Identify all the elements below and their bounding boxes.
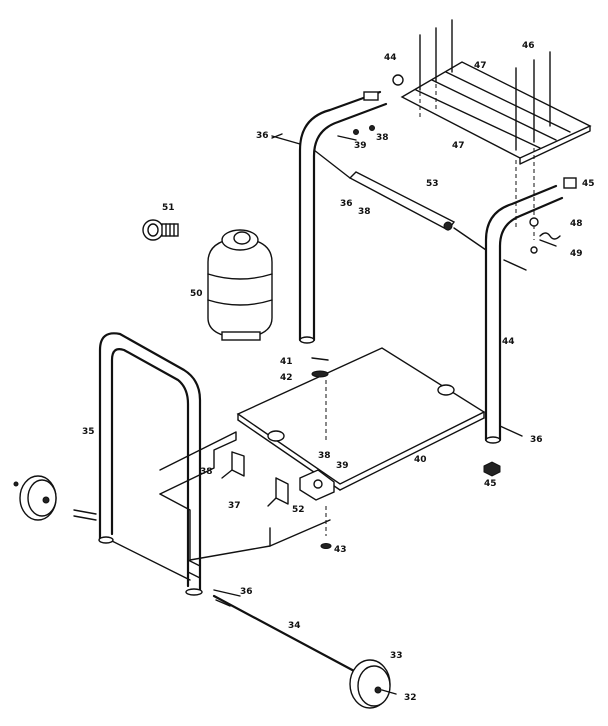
right-wheel [349,659,397,709]
label-38-lower: 38 [318,451,331,461]
label-37: 37 [228,501,241,511]
label-36-upper: 36 [256,131,269,141]
label-52: 52 [292,505,305,515]
label-53: 53 [426,179,439,189]
label-47-top: 47 [474,61,487,71]
part-labels: 44 46 47 47 36 39 38 53 36 38 45 48 49 5… [82,41,595,703]
tray-fasteners [311,357,332,549]
label-44-side: 44 [502,337,515,347]
label-35: 35 [82,427,95,437]
rear-frame [298,74,577,444]
label-34: 34 [288,621,301,631]
label-46-top: 46 [522,41,535,51]
front-frame [98,332,203,596]
label-48: 48 [570,219,583,229]
label-36-lower: 36 [240,587,253,597]
label-43: 43 [334,545,347,555]
label-38-mid: 38 [358,207,371,217]
label-44-top: 44 [384,53,397,63]
label-49: 49 [570,249,583,259]
label-45-upper: 45 [582,179,595,189]
propane-tank [207,229,273,341]
label-42: 42 [280,373,293,383]
label-33: 33 [390,651,403,661]
tank-brackets [221,451,335,507]
label-39-upper: 39 [354,141,367,151]
axle [212,589,358,674]
label-38-upper: 38 [376,133,389,143]
bottom-tray [236,347,486,491]
lower-base [109,431,331,581]
frame-bolts [271,125,561,477]
label-45-lower: 45 [484,479,497,489]
label-47-bottom: 47 [452,141,465,151]
label-50: 50 [190,289,203,299]
side-shelf [400,61,592,165]
label-36-mid: 36 [340,199,353,209]
label-32: 32 [404,693,417,703]
label-51: 51 [162,203,175,213]
label-36-right: 36 [530,435,543,445]
left-wheel [13,475,97,521]
label-38-bottom: 38 [200,467,213,477]
label-40: 40 [414,455,427,465]
label-39-lower: 39 [336,461,349,471]
label-41: 41 [280,357,293,367]
regulator [142,219,179,241]
